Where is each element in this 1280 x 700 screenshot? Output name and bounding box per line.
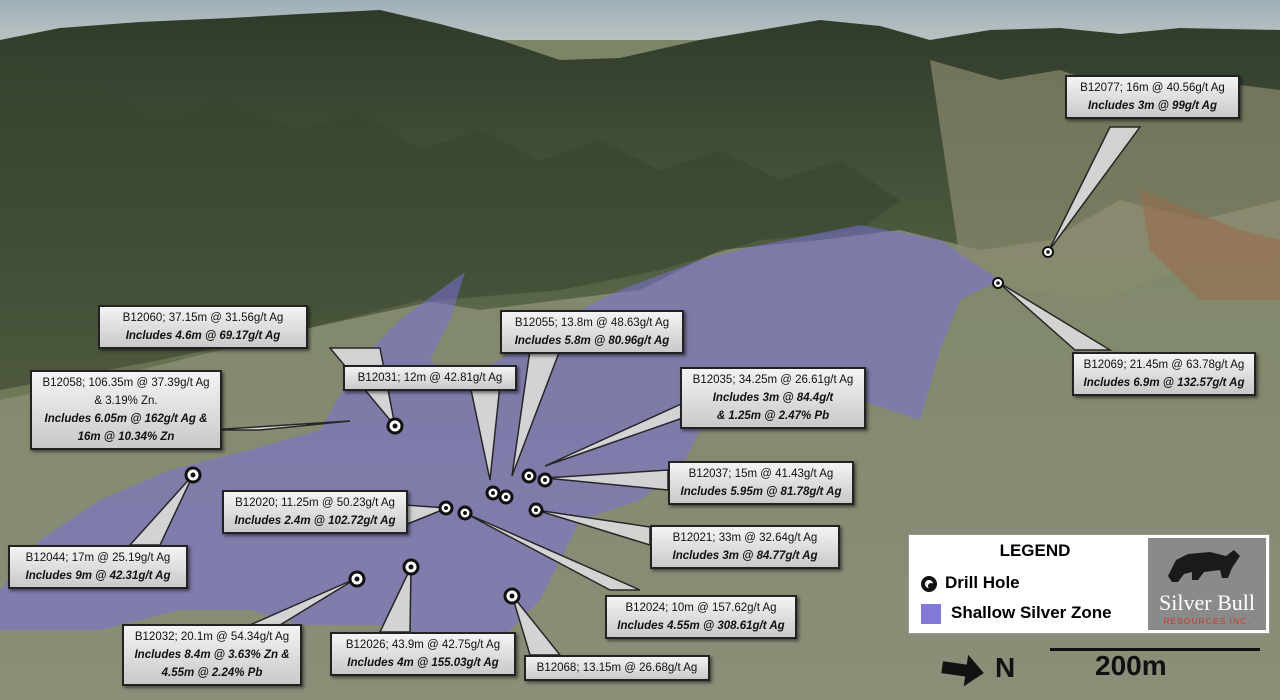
callout-line: Includes 4.55m @ 308.61g/t Ag bbox=[617, 620, 785, 632]
callout-line: Includes 8.4m @ 3.63% Zn & bbox=[134, 649, 290, 661]
callout-line: B12077; 16m @ 40.56g/t Ag bbox=[1080, 82, 1225, 94]
callout-line: B12055; 13.8m @ 48.63g/t Ag bbox=[514, 317, 670, 329]
logo-subtitle: RESOURCES INC. bbox=[1163, 616, 1251, 626]
callout-line: B12021; 33m @ 32.64g/t Ag bbox=[672, 532, 818, 544]
callout-B12026: B12026; 43.9m @ 42.75g/t Ag Includes 4m … bbox=[330, 632, 516, 676]
drill-hole bbox=[528, 502, 544, 518]
callout-line: Includes 9m @ 42.31g/t Ag bbox=[25, 570, 171, 582]
bull-icon bbox=[1168, 550, 1240, 582]
callout-B12037: B12037; 15m @ 41.43g/t Ag Includes 5.95m… bbox=[668, 461, 854, 505]
callout-line: Includes 3m @ 84.77g/t Ag bbox=[672, 550, 818, 562]
callout-line: Includes 3m @ 84.4g/t bbox=[712, 392, 834, 404]
shallow-silver-zone bbox=[0, 225, 1000, 640]
callout-B12044: B12044; 17m @ 25.19g/t Ag Includes 9m @ … bbox=[8, 545, 188, 589]
drill-hole bbox=[485, 485, 501, 501]
callout-line: B12068; 13.15m @ 26.68g/t Ag bbox=[536, 662, 698, 674]
callout-line: B12026; 43.9m @ 42.75g/t Ag bbox=[345, 639, 501, 651]
legend-drill-hole: Drill Hole bbox=[921, 573, 1020, 593]
callout-line: B12032; 20.1m @ 54.34g/t Ag bbox=[134, 631, 290, 643]
north-label: N bbox=[995, 652, 1016, 683]
drill-hole bbox=[438, 500, 454, 516]
callout-line: B12069; 21.45m @ 63.78g/t Ag bbox=[1083, 359, 1245, 371]
callout-line: Includes 6.9m @ 132.57g/t Ag bbox=[1083, 377, 1245, 389]
scale-label: 200m bbox=[1095, 650, 1167, 681]
callout-line: B12031; 12m @ 42.81g/t Ag bbox=[357, 372, 503, 384]
callout-line: Includes 6.05m @ 162g/t Ag & bbox=[44, 413, 208, 425]
drill-hole bbox=[992, 277, 1004, 289]
north-arrow-icon bbox=[941, 654, 984, 687]
callout-B12055: B12055; 13.8m @ 48.63g/t Ag Includes 5.8… bbox=[500, 310, 684, 354]
callout-line: 4.55m @ 2.24% Pb bbox=[161, 667, 263, 679]
scale-bar bbox=[1050, 648, 1260, 651]
callout-line: B12058; 106.35m @ 37.39g/t Ag bbox=[42, 377, 210, 389]
company-logo: Silver Bull RESOURCES INC. bbox=[1148, 538, 1266, 630]
callout-B12032: B12032; 20.1m @ 54.34g/t Ag Includes 8.4… bbox=[122, 624, 302, 686]
callout-B12024: B12024; 10m @ 157.62g/t Ag Includes 4.55… bbox=[605, 595, 797, 639]
drill-hole bbox=[386, 417, 404, 435]
drill-hole-icon bbox=[921, 575, 937, 592]
drill-holes bbox=[184, 246, 1054, 605]
drill-hole bbox=[521, 468, 537, 484]
callout-B12035: B12035; 34.25m @ 26.61g/t Ag Includes 3m… bbox=[680, 367, 866, 429]
legend-drill-hole-label: Drill Hole bbox=[945, 573, 1020, 592]
callout-line: Includes 3m @ 99g/t Ag bbox=[1087, 100, 1217, 112]
callout-line: B12020; 11.25m @ 50.23g/t Ag bbox=[235, 497, 395, 509]
drill-hole bbox=[503, 587, 521, 605]
callout-line: & 1.25m @ 2.47% Pb bbox=[716, 410, 830, 422]
callout-B12069: B12069; 21.45m @ 63.78g/t Ag Includes 6.… bbox=[1072, 352, 1256, 396]
callout-B12068: B12068; 13.15m @ 26.68g/t Ag bbox=[524, 655, 710, 681]
drill-hole bbox=[402, 558, 420, 576]
drill-hole bbox=[1042, 246, 1054, 258]
callout-B12058: B12058; 106.35m @ 37.39g/t Ag & 3.19% Zn… bbox=[30, 370, 222, 450]
drill-hole bbox=[184, 466, 202, 484]
drill-hole bbox=[457, 505, 473, 521]
callout-line: B12060; 37.15m @ 31.56g/t Ag bbox=[122, 312, 284, 324]
callout-line: B12044; 17m @ 25.19g/t Ag bbox=[25, 552, 171, 564]
callout-line: & 3.19% Zn. bbox=[94, 395, 158, 407]
callout-B12060: B12060; 37.15m @ 31.56g/t Ag Includes 4.… bbox=[98, 305, 308, 349]
drill-hole bbox=[537, 472, 553, 488]
callout-line: Includes 5.95m @ 81.78g/t Ag bbox=[680, 486, 842, 498]
callout-line: B12035; 34.25m @ 26.61g/t Ag bbox=[692, 374, 854, 386]
callout-line: Includes 4.6m @ 69.17g/t Ag bbox=[125, 330, 281, 342]
zone-swatch-icon bbox=[921, 603, 941, 624]
callout-line: Includes 2.4m @ 102.72g/t Ag bbox=[234, 515, 396, 527]
callout-line: 16m @ 10.34% Zn bbox=[77, 431, 175, 443]
callout-line: Includes 4m @ 155.03g/t Ag bbox=[347, 657, 499, 669]
drill-hole bbox=[498, 489, 514, 505]
callout-B12031: B12031; 12m @ 42.81g/t Ag bbox=[343, 365, 517, 391]
legend-title: LEGEND bbox=[999, 541, 1071, 560]
callout-line: B12024; 10m @ 157.62g/t Ag bbox=[625, 602, 777, 614]
callout-line: Includes 5.8m @ 80.96g/t Ag bbox=[514, 335, 670, 347]
callout-B12021: B12021; 33m @ 32.64g/t Ag Includes 3m @ … bbox=[650, 525, 840, 569]
callout-B12077: B12077; 16m @ 40.56g/t Ag Includes 3m @ … bbox=[1065, 75, 1240, 119]
legend-zone-label: Shallow Silver Zone bbox=[951, 603, 1112, 622]
drill-hole bbox=[348, 570, 366, 588]
logo-name: Silver Bull bbox=[1159, 590, 1255, 615]
callout-line: B12037; 15m @ 41.43g/t Ag bbox=[688, 468, 834, 480]
legend-zone: Shallow Silver Zone bbox=[921, 603, 1112, 624]
callout-B12020: B12020; 11.25m @ 50.23g/t Ag Includes 2.… bbox=[222, 490, 408, 534]
